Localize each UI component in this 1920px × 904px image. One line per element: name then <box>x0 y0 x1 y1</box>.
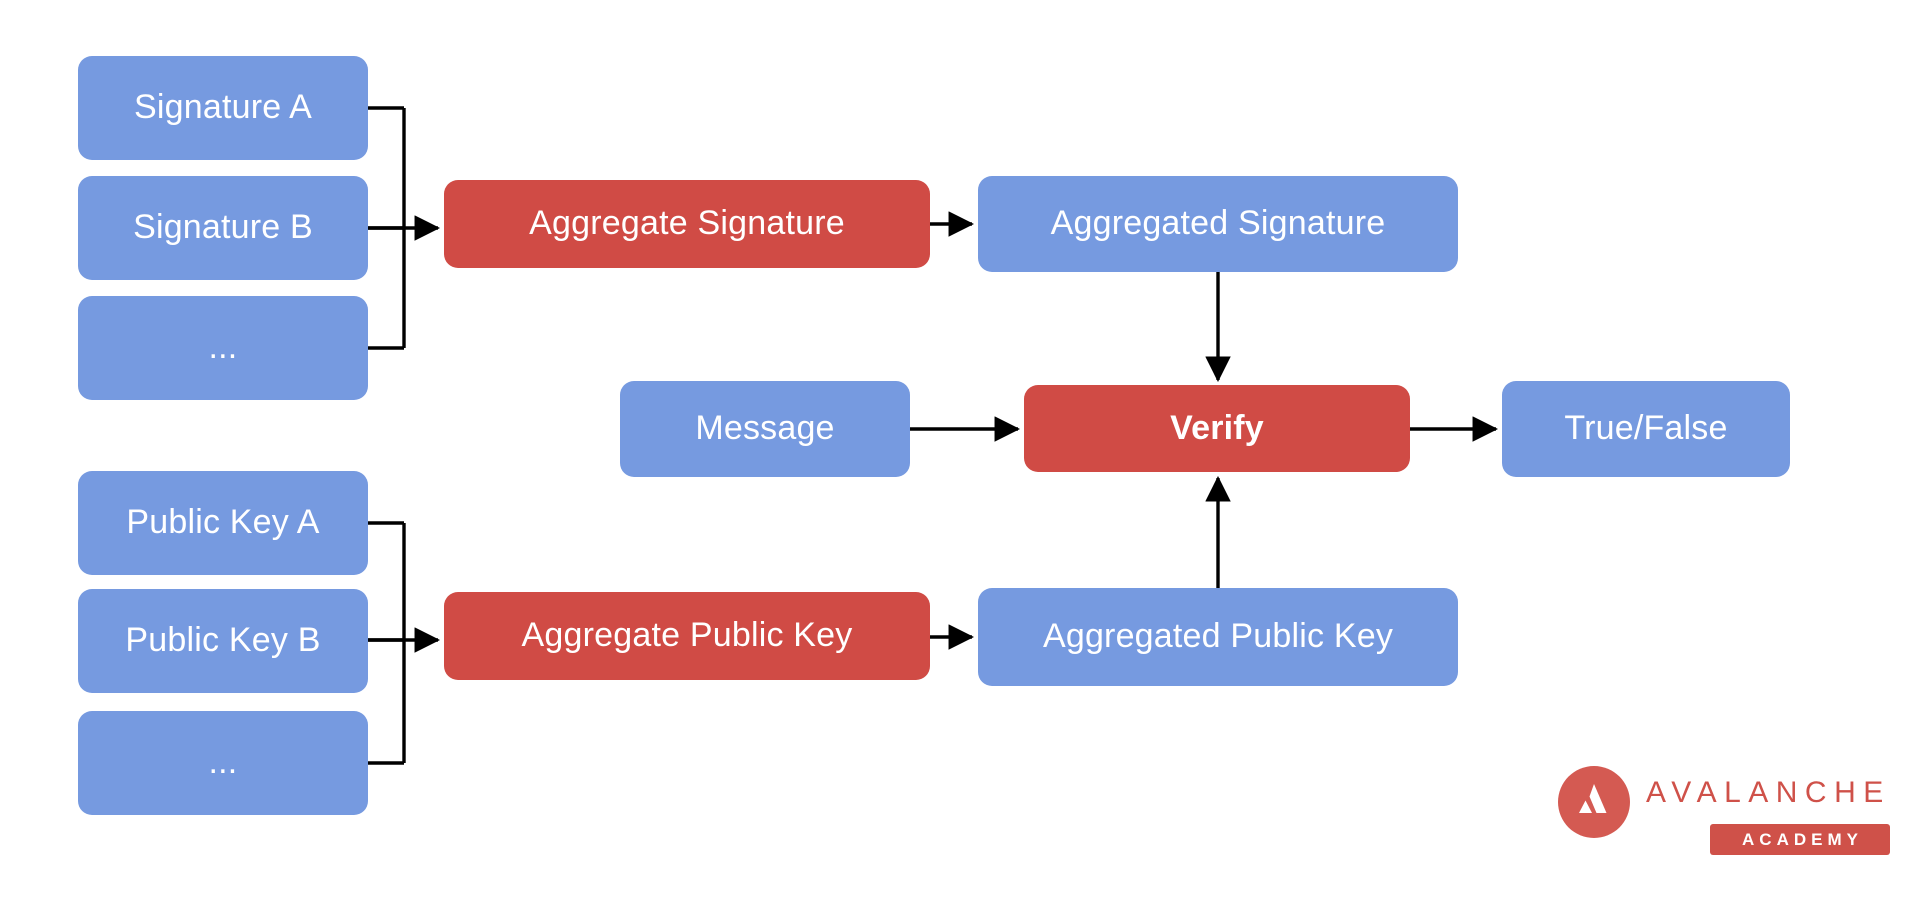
node-aggregated-public-key[interactable]: Aggregated Public Key <box>978 588 1458 686</box>
node-public-key-more-label: ... <box>208 743 238 782</box>
node-aggregate-public-key-label: Aggregate Public Key <box>521 616 853 655</box>
node-signature-more-label: ... <box>208 328 238 367</box>
node-aggregated-public-key-label: Aggregated Public Key <box>1042 617 1394 656</box>
academy-badge: ACADEMY <box>1710 824 1890 855</box>
node-aggregate-public-key[interactable]: Aggregate Public Key <box>444 592 930 680</box>
avalanche-academy-logo: AVALANCHE ACADEMY <box>1558 762 1890 862</box>
node-message-label: Message <box>695 409 835 448</box>
avalanche-wordmark: AVALANCHE <box>1646 776 1891 809</box>
node-verify-label: Verify <box>1170 408 1264 447</box>
node-message[interactable]: Message <box>620 381 910 477</box>
node-signature-b[interactable]: Signature B <box>78 176 368 280</box>
node-true-false[interactable]: True/False <box>1502 381 1790 477</box>
node-signature-a-label: Signature A <box>134 88 312 127</box>
avalanche-logo-icon <box>1558 766 1630 838</box>
node-public-key-a[interactable]: Public Key A <box>78 471 368 575</box>
node-verify[interactable]: Verify <box>1024 385 1410 472</box>
node-public-key-b-label: Public Key B <box>125 621 321 660</box>
node-signature-a[interactable]: Signature A <box>78 56 368 160</box>
edge-signatures-to-aggregate <box>368 106 406 350</box>
node-aggregate-signature-label: Aggregate Signature <box>529 204 845 243</box>
node-aggregate-signature[interactable]: Aggregate Signature <box>444 180 930 268</box>
node-public-key-b[interactable]: Public Key B <box>78 589 368 693</box>
edge-public-keys-to-aggregate <box>368 521 406 765</box>
node-public-key-more[interactable]: ... <box>78 711 368 815</box>
node-true-false-label: True/False <box>1564 409 1728 448</box>
node-public-key-a-label: Public Key A <box>126 503 320 542</box>
node-aggregated-signature[interactable]: Aggregated Signature <box>978 176 1458 272</box>
node-signature-b-label: Signature B <box>133 208 313 247</box>
node-aggregated-signature-label: Aggregated Signature <box>1050 204 1386 243</box>
node-signature-more[interactable]: ... <box>78 296 368 400</box>
